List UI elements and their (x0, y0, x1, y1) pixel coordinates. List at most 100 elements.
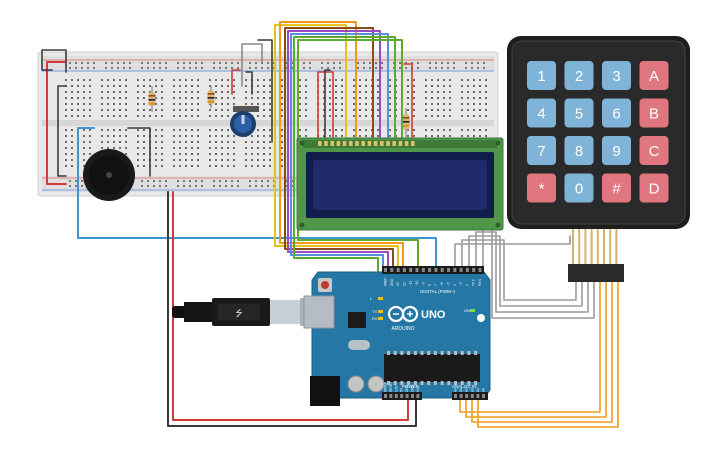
arduino-brand: ARDUINO (391, 326, 414, 332)
arduino-logo (387, 305, 419, 323)
keypad-key-b[interactable]: B (639, 98, 669, 128)
lcd-pin-16 (411, 141, 415, 146)
pin-label: 5V (400, 387, 404, 392)
keypad-key-label: # (612, 181, 621, 198)
keypad-key-label: 5 (575, 106, 583, 123)
header-pins (384, 268, 485, 398)
analog-header (452, 392, 488, 400)
keypad-key-label: 9 (612, 143, 620, 160)
ic-legs (387, 351, 478, 385)
keypad-key-3[interactable]: 3 (602, 61, 631, 90)
lcd-pin-6 (349, 141, 353, 146)
keypad-key-8[interactable]: 8 (564, 136, 594, 165)
lcd-pin-9 (367, 141, 372, 146)
lcd-pin-1 (318, 141, 322, 146)
lcd-pin-15 (404, 141, 409, 146)
pin-label: GND (411, 384, 415, 392)
pin-label: A5 (482, 388, 486, 392)
keypad-key-1[interactable]: 1 (527, 61, 556, 90)
pin-label: Vin (416, 387, 420, 392)
lcd-pin-header (318, 141, 415, 146)
pin-label: A4 (476, 388, 480, 392)
lcd-pin-3 (330, 141, 334, 146)
pin-label: ~11 (409, 281, 413, 286)
digital-header-label: DIGITAL (PWM~) (420, 289, 455, 294)
pin-label: ~6 (440, 282, 444, 286)
lcd-display (296, 137, 504, 231)
lcd-pin-10 (373, 141, 378, 146)
pin-label: A2 (465, 388, 469, 392)
lcd-pin-12 (386, 141, 390, 146)
lcd-pin-5 (342, 141, 347, 146)
pin-label: 7 (434, 284, 438, 286)
keypad-key-2[interactable]: 2 (564, 61, 594, 90)
keypad-connector (568, 264, 624, 282)
wires (41, 21, 619, 428)
resistor-3 (402, 108, 410, 138)
keypad-key-7[interactable]: 7 (527, 136, 556, 165)
usb-icon: ⭍ (235, 308, 243, 318)
lcd-pin-14 (398, 141, 403, 146)
pin-label: IOREF (384, 382, 388, 392)
pin-label: ~9 (421, 282, 425, 286)
pin-label: AREF (384, 277, 388, 286)
lcd-pin-11 (380, 141, 384, 146)
resistor-2 (207, 86, 215, 108)
keypad-key-label: 3 (612, 68, 620, 85)
keypad-key-label: 8 (575, 143, 583, 160)
resistor-1 (148, 86, 156, 112)
keypad-key-c[interactable]: C (639, 136, 669, 165)
lcd-pin-13 (392, 141, 396, 146)
keypad-key-label: 7 (537, 143, 545, 160)
keypad-key-a[interactable]: A (639, 61, 669, 90)
keypad-key-0[interactable]: 0 (564, 173, 594, 203)
pin-label: ~3 (459, 282, 463, 286)
keypad-key-d[interactable]: D (639, 173, 669, 203)
keypad-key-hash[interactable]: # (602, 173, 631, 203)
pin-label: A1 (459, 388, 463, 392)
pin-label: ~10 (415, 280, 419, 286)
buzzer (83, 149, 135, 201)
keypad-key-5[interactable]: 5 (564, 98, 594, 128)
pin-label: GND (390, 278, 394, 286)
pin-label: 4 (453, 284, 457, 286)
keypad-key-label: D (649, 181, 660, 198)
pin-label: A0 (454, 388, 458, 392)
keypad-key-label: B (649, 106, 659, 123)
pin-label: 12 (402, 282, 406, 286)
keypad-key-label: 6 (612, 106, 620, 123)
keypad-key-9[interactable]: 9 (602, 136, 631, 165)
analog-header-label: ANALOG IN (452, 384, 477, 389)
lcd-pin-7 (355, 141, 359, 146)
pin-label: 3.3V (394, 385, 398, 392)
rx-label: RX (372, 316, 378, 321)
keypad-key-6[interactable]: 6 (602, 98, 631, 128)
keypad-key-label: A (649, 68, 659, 85)
led-l-label: L (370, 296, 373, 301)
keypad-ribbon-cable (572, 229, 618, 265)
arduino-uno: ARDUINO UNO DIGITAL (PWM~) ANALOG IN POW… (303, 266, 491, 406)
usb-cable: ⭍ (172, 298, 326, 326)
keypad-key-label: C (649, 143, 660, 160)
led-on-label: ON (464, 308, 470, 313)
keypad-key-4[interactable]: 4 (527, 98, 556, 128)
pin-label: RX 0 (478, 279, 482, 286)
pin-label: RESET (389, 381, 393, 392)
pin-label: GND (405, 384, 409, 392)
pin-label: 2 (465, 284, 469, 286)
pin-label: 8 (428, 284, 432, 286)
digital-header (382, 266, 484, 274)
pin-label: A3 (470, 388, 474, 392)
potentiometer (230, 106, 259, 137)
pin-label: ~5 (447, 282, 451, 286)
keypad-key-label: 0 (575, 181, 583, 198)
pin-label: TX 1 (472, 279, 476, 286)
lcd-pin-4 (336, 141, 341, 146)
keypad-key-label: 4 (537, 106, 545, 123)
keypad-key-star[interactable]: * (527, 173, 556, 203)
